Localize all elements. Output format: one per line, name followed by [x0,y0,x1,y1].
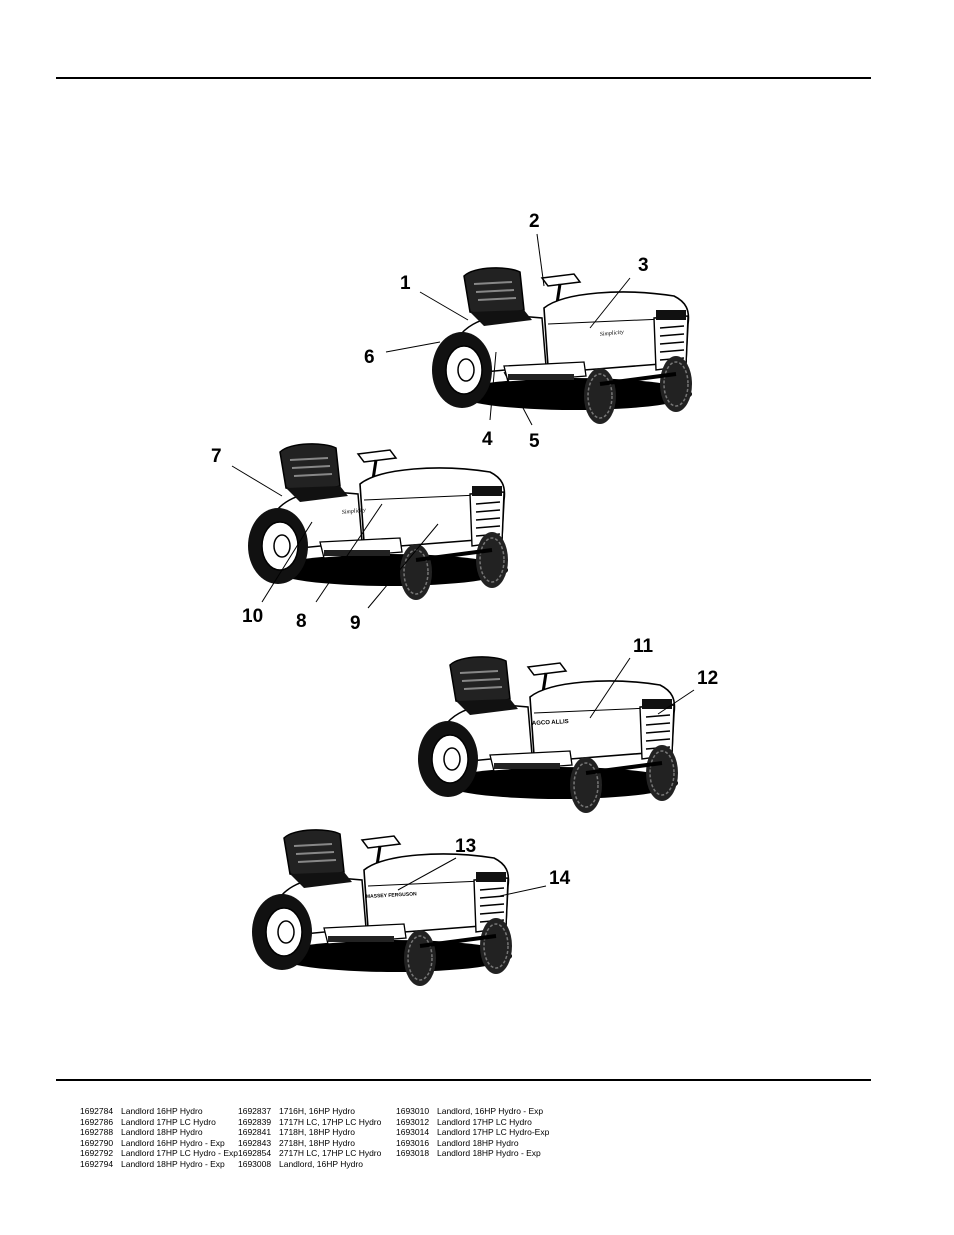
callout-7: 7 [211,446,222,467]
callout-14: 14 [549,868,571,889]
bottom-rule [56,1079,871,1081]
callout-9: 9 [350,613,361,634]
top-rule [56,77,871,79]
tractor-4: MASSEY FERGUSON [250,827,514,988]
tractor-1: Simplicity [430,265,694,426]
hood-brand-4: MASSEY FERGUSON [366,891,417,900]
leader-lines [231,233,695,897]
callout-12: 12 [697,668,718,689]
callout-8: 8 [296,611,307,632]
callout-3: 3 [638,255,649,276]
callout-1: 1 [400,273,411,294]
hood-brand-2: Simplicity [342,507,367,516]
tractor-2: Simplicity [246,441,510,602]
hood-brand-3: AGCO ALLIS [532,719,569,727]
callout-2: 2 [529,211,540,232]
callout-11: 11 [633,636,654,657]
callout-4: 4 [482,429,493,450]
callout-10: 10 [242,606,263,627]
tractor-3: AGCO ALLIS [416,654,680,815]
hood-brand-1: Simplicity [600,329,625,338]
callout-6: 6 [364,347,375,368]
callout-13: 13 [455,836,476,857]
callout-5: 5 [529,431,540,452]
